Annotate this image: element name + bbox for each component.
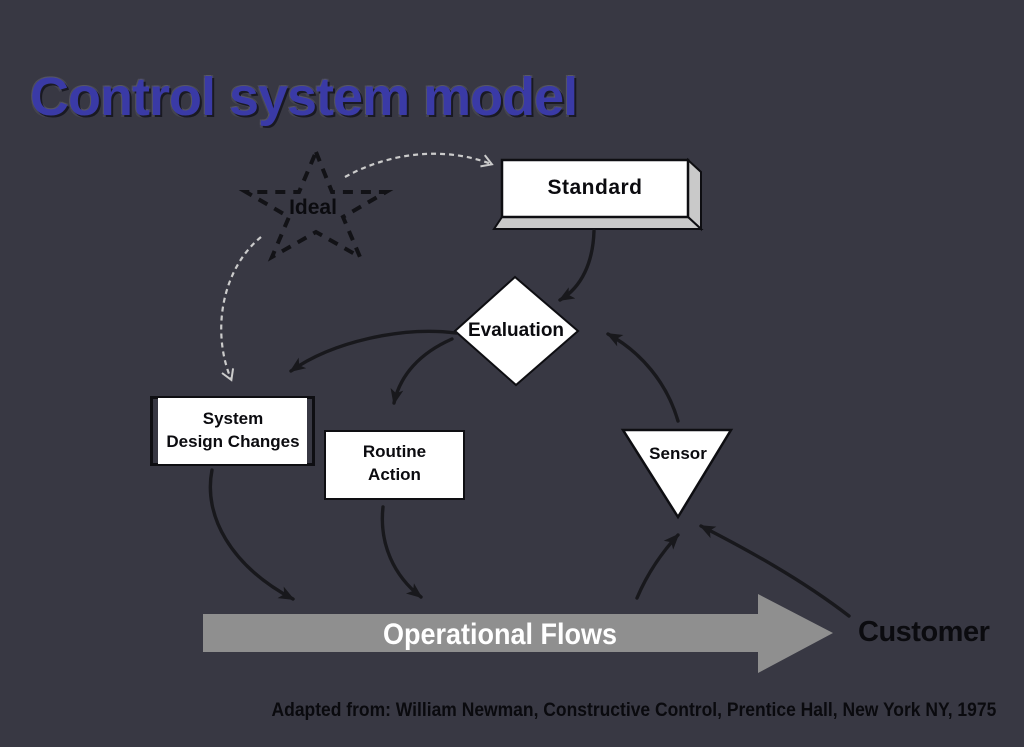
ideal-label: Ideal <box>289 196 337 219</box>
system-design-changes-box-fill <box>158 398 307 464</box>
arrow-routine-action-to-operational-flows <box>380 505 423 599</box>
evaluation-diamond-shape <box>453 275 580 387</box>
routine-action-line1: Routine <box>362 442 427 461</box>
arrow-ideal-to-standard <box>344 152 494 178</box>
customer-label: Customer <box>858 616 990 648</box>
arrow-customer-to-sensor <box>699 524 851 618</box>
arrow-sensor-to-evaluation <box>606 332 680 423</box>
system-design-changes-box <box>150 396 315 466</box>
routine-action-line2: Action <box>368 465 421 484</box>
citation-text: Adapted from: William Newman, Constructi… <box>240 700 997 722</box>
system-design-changes-line1: System <box>202 409 264 428</box>
arrow-system-design-changes-to-operational-flows <box>208 468 295 601</box>
operational-flows-arrow <box>203 594 833 673</box>
evaluation-label: Evaluation <box>467 320 565 341</box>
routine-action-box <box>324 430 465 500</box>
sensor-triangle-shape <box>620 428 734 520</box>
routine-action-label: Routine Action <box>324 440 465 486</box>
sensor-label: Sensor <box>649 444 707 463</box>
arrow-evaluation-to-system-design-changes <box>289 329 458 373</box>
ideal-star-shape <box>238 146 394 262</box>
system-design-changes-line2: Design Changes <box>166 432 300 451</box>
operational-flows-label: Operational Flows <box>382 618 618 651</box>
arrow-ideal-to-system-design-changes <box>220 236 262 382</box>
arrow-evaluation-to-routine-action <box>390 337 454 405</box>
standard-box-shape <box>492 157 704 232</box>
citation-line: Adapted from: William Newman, Constructi… <box>271 700 997 721</box>
system-design-changes-label: System Design Changes <box>148 407 318 453</box>
standard-label: Standard <box>547 176 643 199</box>
arrow-standard-to-evaluation <box>558 229 596 302</box>
arrow-operational-flows-to-sensor <box>635 533 680 600</box>
slide-title: Control system model <box>30 67 578 127</box>
